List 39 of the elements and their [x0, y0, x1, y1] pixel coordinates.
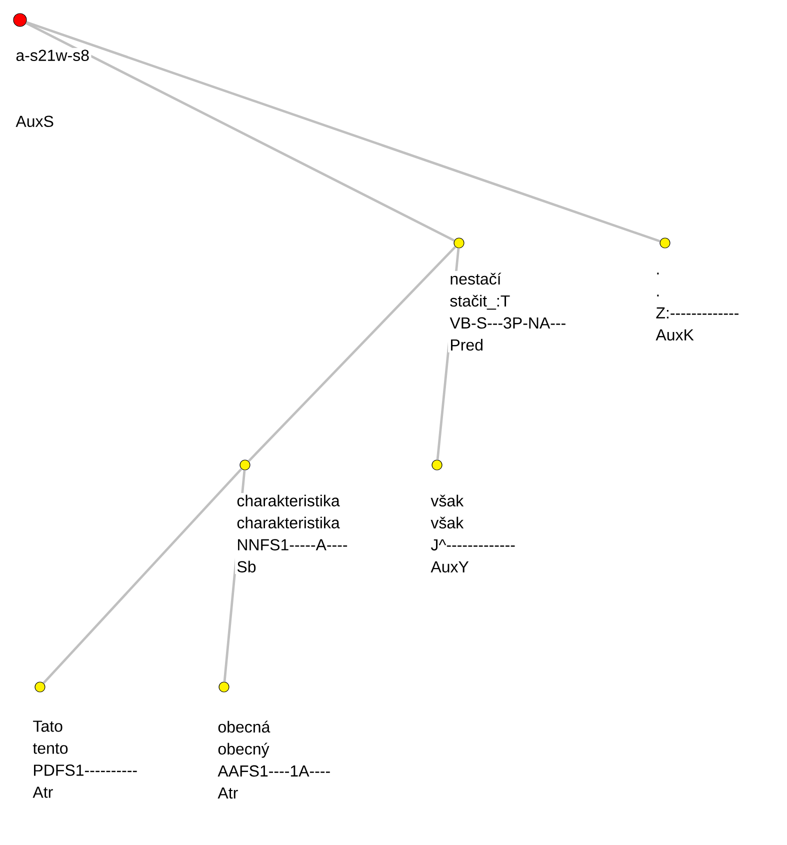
- node-label: AAFS1----1A----: [218, 765, 330, 777]
- node-label: však však J^------------- AuxY: [430, 494, 515, 572]
- node-label: J^-------------: [430, 539, 515, 550]
- node-label: Atr: [218, 787, 238, 799]
- node-label: stačit_:T: [450, 294, 510, 310]
- node-label: charakteristika: [237, 494, 340, 506]
- tree-edge: [223, 470, 246, 682]
- node-label: Tato tento PDFS1---------- Atr: [32, 720, 137, 798]
- tree-edge: [42, 468, 242, 684]
- node-label: však: [430, 516, 464, 528]
- node-label: obecný: [218, 742, 270, 758]
- node-label: NNFS1-----A----: [238, 539, 348, 550]
- node-label: .: [657, 294, 659, 296]
- node-label: charakteristika: [237, 516, 340, 528]
- tree-edge: [436, 248, 460, 460]
- node-label: Tato: [33, 720, 62, 732]
- node-label: a-s21w-s8 AuxS: [16, 50, 89, 128]
- node-label: obecná: [218, 720, 270, 733]
- node-label: PDFS1----------: [34, 764, 137, 776]
- node-label: však: [430, 494, 464, 506]
- node-label: nestačí stačit_:T VB-S---3P-NA--- Pred: [450, 272, 566, 351]
- node-label: tento: [32, 743, 68, 754]
- node-label: Atr: [32, 786, 53, 798]
- tree-edge: [26, 21, 660, 242]
- node-label: VB-S---3P-NA---: [450, 317, 566, 329]
- node-label: Pred: [451, 338, 482, 351]
- tree-edge: [26, 22, 455, 242]
- node-label: . . Z:------------- AuxK: [656, 272, 738, 341]
- node-label: obecná obecný AAFS1----1A---- Atr: [218, 720, 330, 799]
- node-label: Sb: [237, 560, 256, 572]
- node-label: charakteristika charakteristika NNFS1-----A---- Sb: [237, 494, 348, 572]
- node-label: AuxK: [656, 329, 694, 341]
- node-label: AuxY: [430, 561, 469, 572]
- node-label: .: [657, 272, 659, 274]
- node-label: Z:-------------: [656, 307, 738, 318]
- node-label: AuxS: [16, 116, 54, 128]
- node-label: a-s21w-s8: [16, 50, 89, 62]
- node-label: nestačí: [450, 272, 502, 285]
- tree-edge: [248, 246, 456, 462]
